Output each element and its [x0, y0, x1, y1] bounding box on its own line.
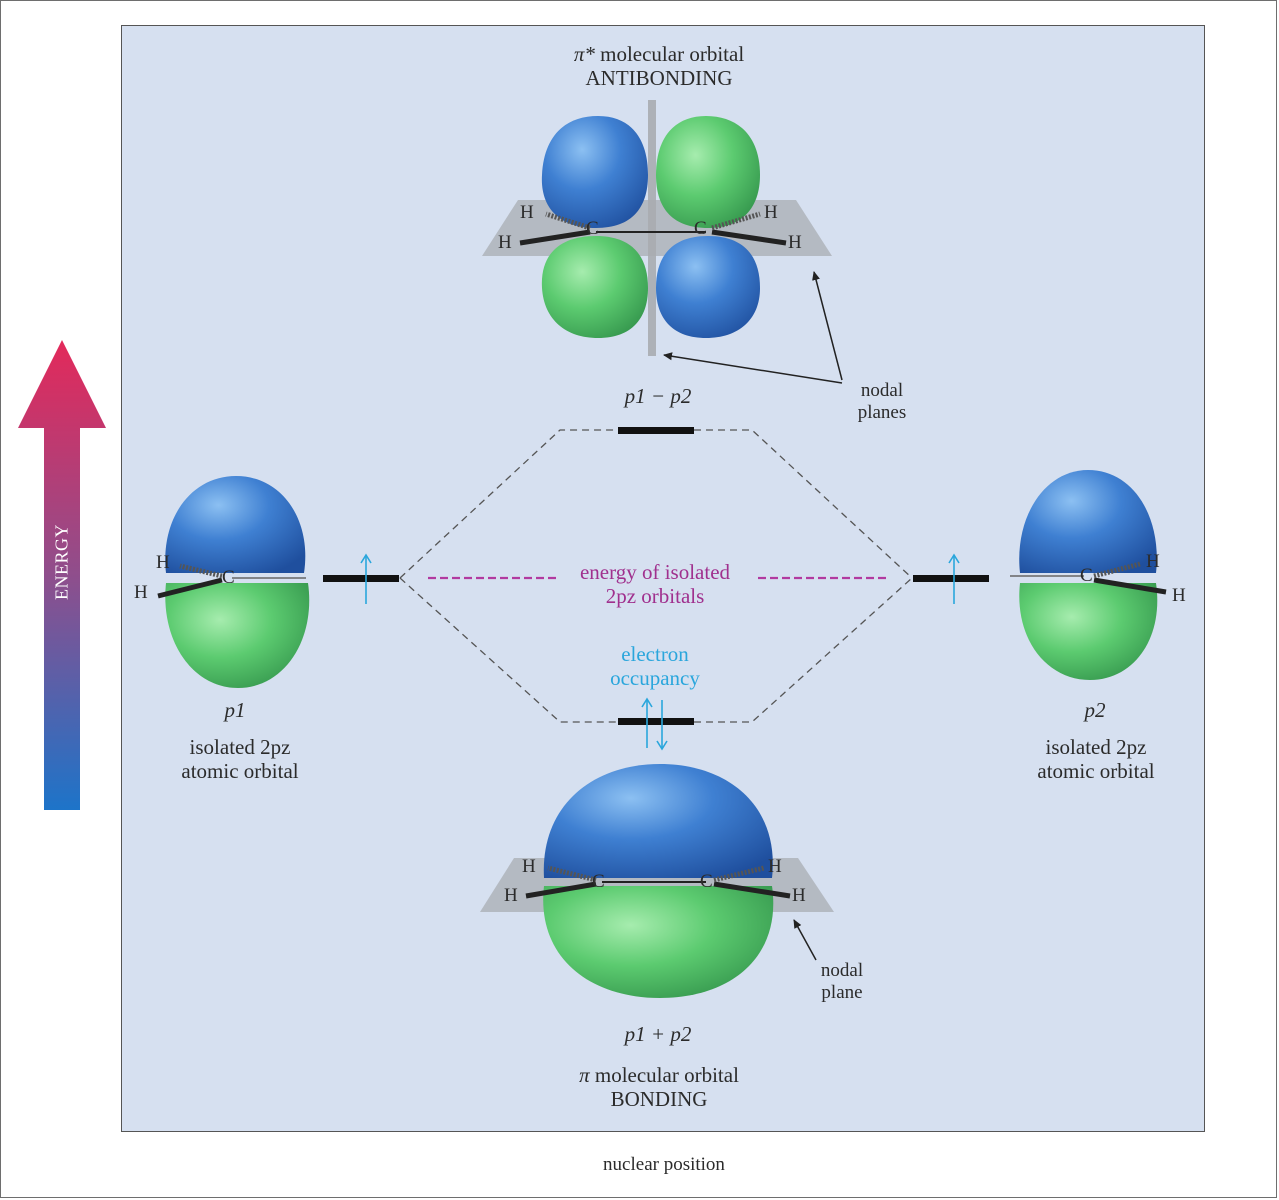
correlation-lines — [399, 429, 913, 723]
right-lobe-blue — [1019, 470, 1157, 573]
electron-occupancy-label: electron occupancy — [580, 642, 730, 690]
antibonding-nodal-label: nodal planes — [840, 380, 924, 424]
bonding-nodal-line1: nodal — [820, 960, 864, 981]
atom-h: H — [768, 856, 782, 877]
bonding-lobe-green — [543, 886, 774, 998]
right-atomic-label: p2 — [1020, 698, 1170, 722]
atom-h: H — [504, 885, 518, 906]
atom-c: C — [586, 218, 599, 239]
right-to-antibonding-line — [694, 429, 913, 579]
left-atomic-orbital — [157, 476, 310, 688]
bonding-orbital — [480, 764, 834, 998]
antibonding-title-line1: molecular orbital — [600, 42, 745, 66]
left-lobe-green — [165, 583, 310, 688]
antibonding-combination-text: p1 − p2 — [624, 384, 692, 408]
right-atomic-desc-line2: atomic orbital — [1037, 759, 1155, 784]
antibonding-combination: p1 − p2 — [578, 384, 738, 408]
bonding-title: π molecular orbital BONDING — [534, 1063, 784, 1111]
bonding-nodal-label: nodal plane — [806, 960, 878, 1004]
antibonding-nodal-line2: planes — [857, 401, 907, 423]
right-atomic-orbital — [1010, 470, 1167, 680]
isolated-energy-line1: energy of isolated — [579, 560, 731, 584]
isolated-energy-line2: 2pz orbitals — [605, 584, 705, 609]
right-lobe-green — [1019, 583, 1158, 680]
atom-h: H — [788, 232, 802, 253]
antibonding-lobe-blue-bottom-right — [656, 236, 760, 338]
left-to-antibonding-line — [399, 429, 618, 579]
right-atomic-name: p2 — [1084, 698, 1106, 722]
atom-c: C — [592, 871, 605, 892]
left-atomic-level — [323, 575, 399, 582]
antibonding-level — [618, 427, 694, 434]
bonding-electron-up-arrow — [641, 697, 653, 748]
antibonding-title: π* molecular orbital ANTIBONDING — [534, 42, 784, 90]
left-atomic-name: p1 — [224, 698, 246, 722]
right-atomic-level — [913, 575, 989, 582]
atom-h: H — [1172, 585, 1186, 606]
bonding-combination: p1 + p2 — [578, 1022, 738, 1046]
electron-occupancy-line1: electron — [621, 642, 689, 666]
atom-c: C — [1080, 565, 1093, 586]
right-atomic-desc-line1: isolated 2pz — [1045, 735, 1147, 759]
atom-c: C — [694, 218, 707, 239]
left-atomic-desc: isolated 2pz atomic orbital — [150, 735, 330, 783]
bonding-electron-down-arrow — [656, 700, 668, 751]
left-atomic-desc-line1: isolated 2pz — [189, 735, 291, 759]
atom-h: H — [522, 856, 536, 877]
atom-c: C — [700, 871, 713, 892]
antibonding-molecular-plane — [482, 200, 832, 256]
atom-h: H — [520, 202, 534, 223]
bonding-level — [618, 718, 694, 725]
left-atomic-desc-line2: atomic orbital — [181, 759, 299, 784]
atom-h: H — [764, 202, 778, 223]
atom-h: H — [498, 232, 512, 253]
atom-h: H — [156, 552, 170, 573]
bonding-nodal-line2: plane — [821, 981, 863, 1003]
bonding-title-line2: BONDING — [610, 1087, 708, 1112]
energy-axis-label: ENERGY — [51, 524, 72, 600]
antibonding-orbital — [482, 100, 843, 384]
atom-h: H — [134, 582, 148, 603]
nodal-pointer-horizontal — [812, 271, 843, 381]
energy-arrow — [18, 340, 106, 810]
atom-h: H — [792, 885, 806, 906]
electron-arrows — [360, 553, 960, 751]
atom-c: C — [222, 567, 235, 588]
antibonding-lobe-green-bottom-left — [541, 236, 648, 338]
isolated-energy-label: energy of isolated 2pz orbitals — [550, 560, 760, 608]
electron-occupancy-line2: occupancy — [610, 666, 700, 691]
bonding-title-line1: molecular orbital — [594, 1063, 739, 1087]
pi-symbol: π — [579, 1063, 590, 1087]
left-electron-up-arrow — [360, 553, 372, 604]
left-to-bonding-line — [399, 577, 618, 723]
right-electron-up-arrow — [948, 553, 960, 604]
left-lobe-blue — [165, 476, 306, 573]
bonding-nodal-pointer — [793, 919, 817, 961]
antibonding-nodal-line1: nodal — [860, 380, 904, 401]
antibonding-lobe-green-top-right — [656, 116, 760, 228]
left-atomic-label: p1 — [160, 698, 310, 722]
right-atomic-desc: isolated 2pz atomic orbital — [1006, 735, 1186, 783]
atom-h: H — [1146, 551, 1160, 572]
nodal-pointer-vertical — [663, 352, 843, 384]
bonding-combination-text: p1 + p2 — [624, 1022, 692, 1046]
energy-levels — [323, 427, 989, 725]
bonding-lobe-blue — [543, 764, 773, 878]
antibonding-lobe-blue-top-left — [541, 116, 648, 228]
antibonding-vertical-nodal-plane — [648, 100, 656, 356]
antibonding-title-line2: ANTIBONDING — [585, 66, 733, 91]
x-axis-label: nuclear position — [603, 1154, 725, 1175]
pi-star-symbol: π* — [573, 42, 595, 66]
